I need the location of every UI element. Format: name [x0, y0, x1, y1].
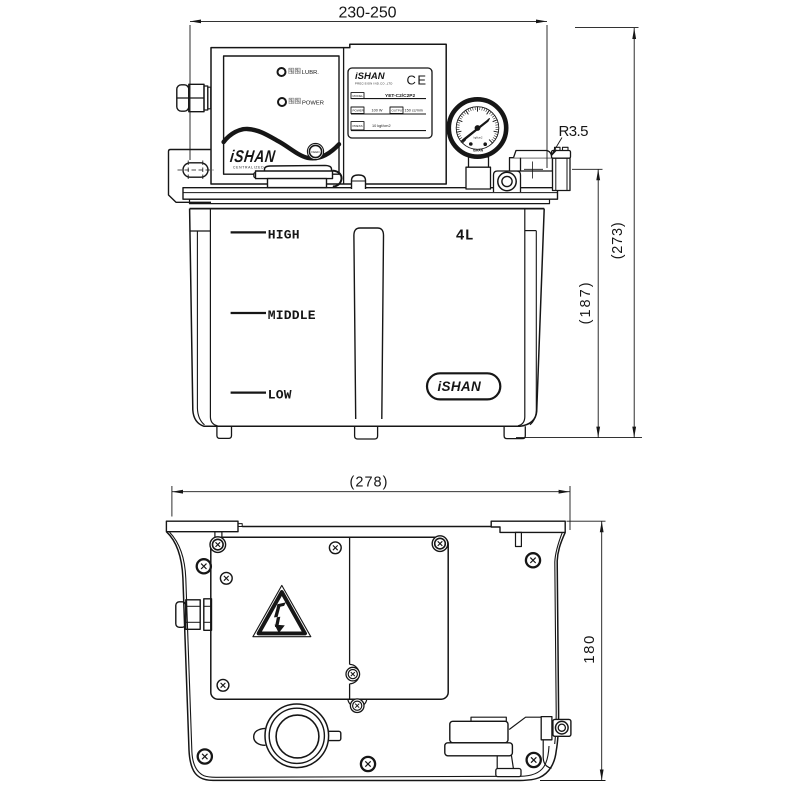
svg-text:CENTRALIZED: CENTRALIZED	[233, 166, 264, 170]
svg-text:180: 180	[581, 636, 598, 664]
svg-text:(187): (187)	[578, 282, 594, 324]
svg-text:MIDDLE: MIDDLE	[268, 308, 316, 323]
svg-text:iSHAN: iSHAN	[229, 148, 277, 167]
svg-text:230-250: 230-250	[339, 5, 397, 22]
svg-text:YET-C2/C2P2: YET-C2/C2P2	[385, 93, 415, 99]
svg-text:(278): (278)	[350, 474, 388, 490]
svg-text:150 cc/min: 150 cc/min	[405, 109, 423, 113]
svg-text:CE: CE	[407, 73, 428, 88]
svg-text:POWER: POWER	[353, 108, 365, 112]
svg-text:kgf/cm2: kgf/cm2	[474, 137, 483, 140]
svg-text:FEED: FEED	[311, 150, 320, 154]
svg-text:POWER: POWER	[302, 100, 324, 106]
svg-text:LUBR.: LUBR.	[302, 70, 319, 76]
svg-text:R3.5: R3.5	[559, 123, 589, 140]
svg-text:PRECISION IND.CO.,LTD: PRECISION IND.CO.,LTD	[355, 81, 393, 85]
svg-text:PRESS: PRESS	[353, 124, 363, 128]
svg-text:iSHAN: iSHAN	[355, 71, 386, 82]
svg-text:100 W: 100 W	[372, 109, 383, 113]
svg-text:MODEL: MODEL	[353, 94, 364, 98]
svg-text:LOW: LOW	[268, 388, 292, 403]
svg-text:ISHAN: ISHAN	[473, 148, 484, 152]
svg-text:OUTPUT: OUTPUT	[392, 108, 405, 112]
svg-text:HIGH: HIGH	[268, 227, 300, 242]
svg-text:(273): (273)	[610, 222, 626, 259]
svg-text:iSHAN: iSHAN	[438, 379, 482, 394]
svg-text:10 kgf/cm2: 10 kgf/cm2	[372, 124, 391, 128]
svg-text:4L: 4L	[456, 229, 474, 245]
